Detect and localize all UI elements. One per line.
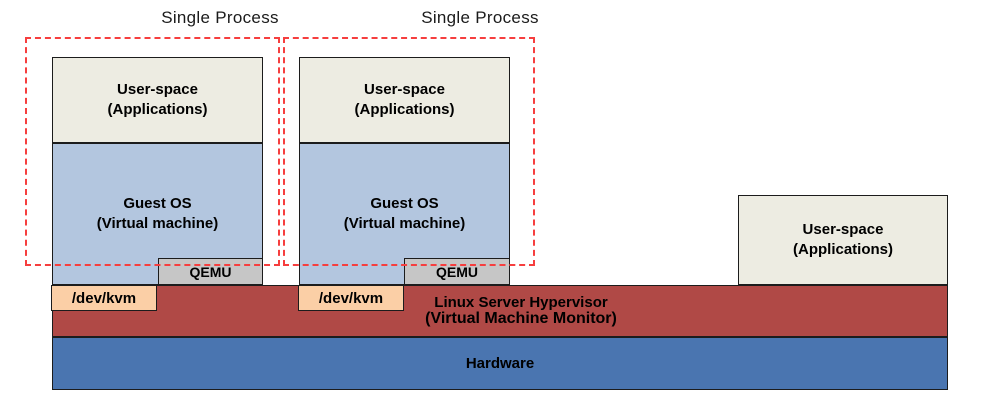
vm2-dev-kvm-box: /dev/kvm xyxy=(298,285,404,311)
hypervisor-bar: Linux Server Hypervisor (Virtual Machine… xyxy=(52,285,948,337)
hypervisor-label: Linux Server Hypervisor xyxy=(434,294,608,311)
vm1-user-space-sublabel: (Applications) xyxy=(107,101,208,118)
hardware-label: Hardware xyxy=(465,355,535,372)
vm2-guest-os-label: Guest OS xyxy=(370,195,439,212)
vm2-user-space-label: User-space xyxy=(364,81,445,98)
host-user-space-box: User-space (Applications) xyxy=(738,195,948,285)
hypervisor-sublabel: (Virtual Machine Monitor) xyxy=(425,310,617,327)
vm1-qemu-box: QEMU xyxy=(158,258,263,285)
vm1-dev-kvm-label: /dev/kvm xyxy=(71,289,137,307)
vm1-user-space-box: User-space (Applications) xyxy=(52,57,263,143)
vm1-dev-kvm-box: /dev/kvm xyxy=(51,285,157,311)
vm2-user-space-sublabel: (Applications) xyxy=(354,101,455,118)
vm2-guest-os-sublabel: (Virtual machine) xyxy=(343,215,466,232)
single-process-label-1: Single Process xyxy=(161,8,279,27)
host-user-space-label: User-space xyxy=(802,221,884,238)
vm2-dev-kvm-label: /dev/kvm xyxy=(318,289,384,307)
single-process-label-2: Single Process xyxy=(421,8,539,27)
vm1-user-space-label: User-space xyxy=(117,81,198,98)
vm1-guest-os-sublabel: (Virtual machine) xyxy=(96,215,219,232)
vm2-qemu-box: QEMU xyxy=(404,258,510,285)
vm1-qemu-label: QEMU xyxy=(189,263,232,280)
vm2-qemu-label: QEMU xyxy=(436,263,478,280)
hardware-bar: Hardware xyxy=(52,337,948,390)
host-user-space-sublabel: (Applications) xyxy=(793,241,893,258)
vm2-user-space-box: User-space (Applications) xyxy=(299,57,510,143)
vm1-guest-os-label: Guest OS xyxy=(123,195,192,212)
